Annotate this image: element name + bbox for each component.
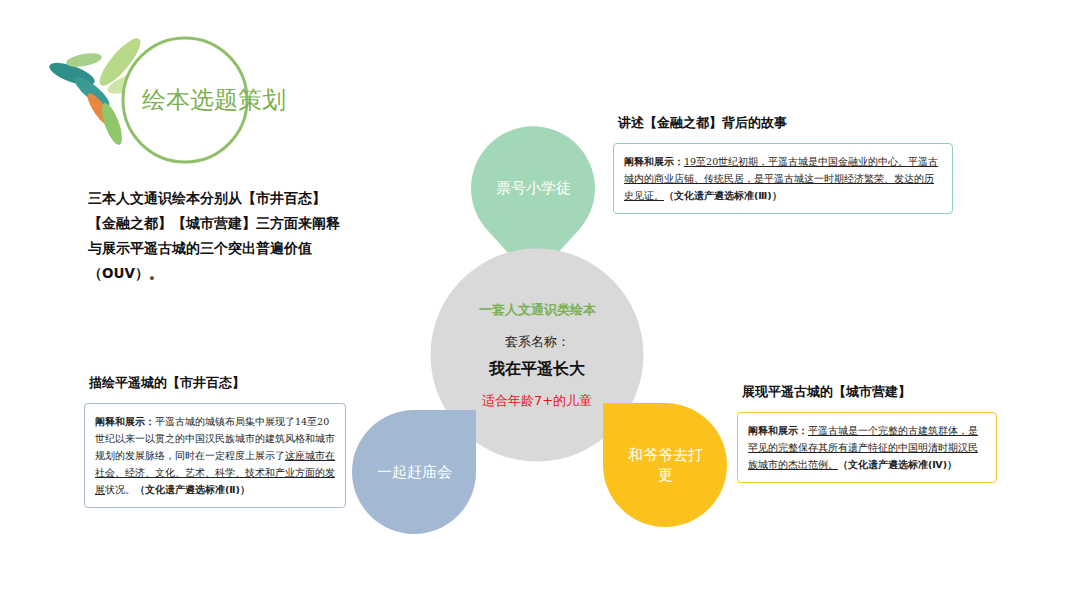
body-text: （文化遗产遴选标准(Ⅲ)） [664,190,782,201]
teardrop-text-holder: 一起赶庙会 [352,410,476,534]
book-teardrop: 和爷爷去打更 [603,403,727,527]
description-box: 描绘平遥城的【市井百态】阐释和展示：平遥古城的城镇布局集中展现了14至20世纪以… [84,403,346,508]
description-box: 讲述【金融之都】背后的故事阐释和展示：19至20世纪初期，平遥古城是中国金融业的… [613,143,953,214]
description-box: 展现平遥古城的【城市营建】阐释和展示：平遥古城是一个完整的古建筑群体，是罕见的完… [737,412,997,483]
circle-text: 一套人文通识类绘本 [479,301,596,319]
book-teardrop: 一起赶庙会 [352,410,476,534]
page-title: 绘本选题策划 [142,84,286,116]
teardrop-text-holder: 票号小学徒 [471,126,595,250]
circle-text: 套系名称： [505,333,570,351]
book-title: 一起赶庙会 [377,462,452,482]
teardrop-text-holder: 和爷爷去打更 [603,403,727,527]
node-shape [603,403,727,527]
leaf [65,51,103,69]
teardrop-shape [352,410,476,534]
book-title: 票号小学徒 [496,178,571,198]
leaf [98,101,126,147]
box-heading: 讲述【金融之都】背后的故事 [618,114,787,132]
circle-text: 我在平遥长大 [489,359,585,380]
body-text: 状况。 [105,484,135,495]
circle-text: 适合年龄7+的儿童 [482,392,592,410]
intro-note: 三本人文通识绘本分别从【市井百态】【金融之都】【城市营建】三方面来阐释与展示平遥… [88,186,350,286]
body-text: （文化遗产遴选标准(Ⅱ)） [135,484,250,495]
body-text: 阐释和展示： [748,425,808,436]
box-heading: 展现平遥古城的【城市营建】 [742,383,911,401]
box-body: 阐释和展示：平遥古城的城镇布局集中展现了14至20世纪以来一以贯之的中国汉民族城… [95,413,335,498]
box-body: 阐释和展示：19至20世纪初期，平遥古城是中国金融业的中心。平遥古城内的商业店铺… [624,153,942,204]
body-text: 阐释和展示： [95,416,155,427]
body-text: （文化遗产遴选标准(Ⅳ)） [838,459,957,470]
teardrop-shape [603,403,727,527]
book-title: 和爷爷去打更 [627,445,703,485]
box-body: 阐释和展示：平遥古城是一个完整的古建筑群体，是罕见的完整保存其所有遗产特征的中国… [748,422,986,473]
body-text: 阐释和展示： [624,156,684,167]
box-heading: 描绘平遥城的【市井百态】 [89,374,245,392]
